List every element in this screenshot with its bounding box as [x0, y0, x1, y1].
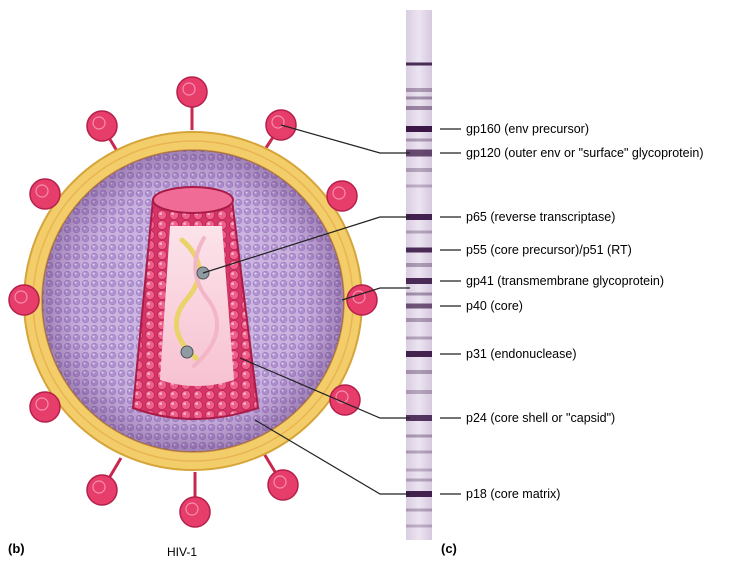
faint-band-7	[406, 231, 432, 234]
faint-band-15	[406, 451, 432, 454]
faint-band-10	[406, 318, 432, 322]
faint-band-4	[406, 139, 432, 142]
band-label-p31: p31 (endonuclease)	[466, 347, 577, 361]
blot-band-p40	[406, 304, 432, 309]
faint-band-12	[406, 370, 432, 374]
blot-band-p55-p51	[406, 248, 432, 253]
faint-band-18	[406, 509, 432, 512]
faint-band-1	[406, 88, 432, 92]
faint-band-17	[406, 479, 432, 482]
band-label-p40: p40 (core)	[466, 299, 523, 313]
faint-band-8	[406, 263, 432, 267]
band-label-p18: p18 (core matrix)	[466, 487, 560, 501]
faint-band-11	[406, 337, 432, 340]
faint-band-6	[406, 185, 432, 188]
faint-band-14	[406, 435, 432, 438]
band-label-gp41: gp41 (transmembrane glycoprotein)	[466, 274, 664, 288]
blot-band-p31	[406, 351, 432, 357]
blot-band-gp41	[406, 278, 432, 284]
band-label-p24: p24 (core shell or "capsid")	[466, 411, 615, 425]
faint-band-5	[406, 168, 432, 172]
faint-band-13	[406, 390, 432, 394]
band-label-gp160: gp160 (env precursor)	[466, 122, 589, 136]
virus-caption: HIV-1	[167, 545, 197, 559]
western-blot-strip	[406, 10, 432, 540]
band-label-gp120: gp120 (outer env or "surface" glycoprote…	[466, 146, 703, 160]
faint-band-2	[406, 97, 432, 100]
faint-band-16	[406, 469, 432, 472]
band-labels: gp160 (env precursor) gp120 (outer env o…	[466, 122, 703, 501]
faint-band-9	[406, 293, 432, 296]
blot-band-gp160	[406, 126, 432, 132]
faint-band-3	[406, 106, 432, 110]
band-ticks	[440, 129, 461, 494]
band-label-p65: p65 (reverse transcriptase)	[466, 210, 615, 224]
panel-b-label: (b)	[8, 541, 25, 556]
band-label-p55-p51: p55 (core precursor)/p51 (RT)	[466, 243, 632, 257]
panel-c-label: (c)	[441, 541, 457, 556]
faint-band-0	[406, 63, 432, 66]
faint-band-19	[406, 525, 432, 528]
endonuclease-enzyme	[181, 346, 193, 358]
